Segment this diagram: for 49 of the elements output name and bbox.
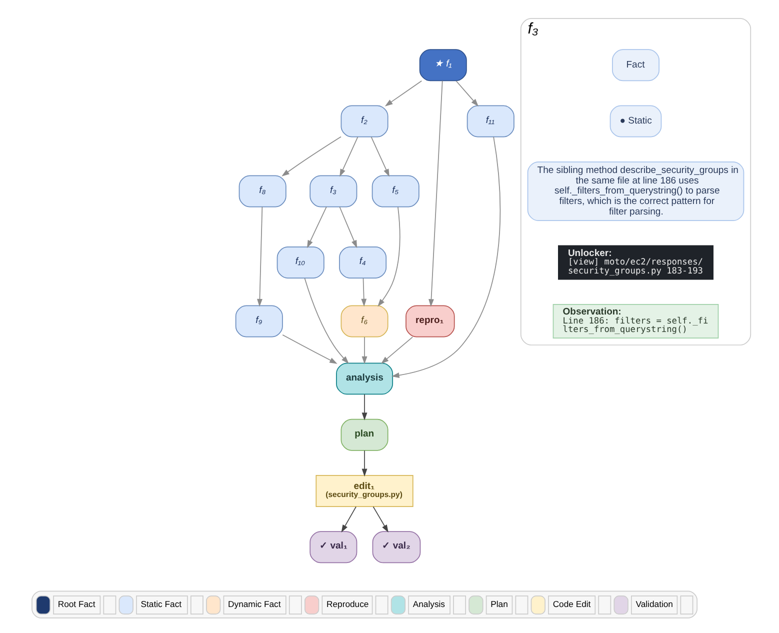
arrow (256, 206, 262, 307)
legend-label: Reproduce (326, 599, 368, 610)
node-box: plan (340, 418, 388, 451)
arrow (361, 394, 367, 420)
legend-label: Code Edit (552, 599, 590, 610)
legend-label: Plan (490, 599, 508, 610)
node-box: repro₁ (405, 305, 454, 338)
arrow (377, 206, 400, 307)
arrow (339, 136, 358, 177)
arrow (391, 136, 500, 378)
arrow (372, 506, 388, 533)
legend-label: Dynamic Fact (228, 599, 280, 610)
arrow (361, 450, 367, 477)
legend-label: Static Fact (140, 599, 182, 610)
arrow (338, 206, 357, 248)
arrow (306, 206, 326, 248)
arrow (304, 278, 348, 364)
node-box: analysis (336, 362, 393, 395)
node-box: f₅ (371, 175, 419, 208)
arrow (455, 80, 478, 107)
node-box: f₃ (309, 175, 357, 208)
node-box: f₂ (340, 105, 388, 138)
legend-label: Analysis (412, 599, 445, 610)
arrow (370, 136, 389, 177)
node-box: Unlocker: [view] moto/ec2/responses/ security_groups.py 183-193 (558, 245, 713, 280)
legend-label: Root Fact (57, 599, 95, 610)
arrow (282, 334, 337, 364)
node-box: f₉ (234, 305, 282, 338)
legend-label: Validation (635, 599, 672, 610)
node-box: ✓ val₂ (372, 531, 420, 564)
node-box: ✓ val₁ (309, 531, 357, 564)
arrow (361, 336, 367, 364)
node-box: The sibling method describe_security_groups in the same file at line 186 uses self._filters_from_querystring() to parse filters, which is the correct pattern for filter parsing. (526, 161, 744, 222)
node-box: f₄ (338, 246, 386, 278)
arrow (380, 336, 412, 364)
node-box: f₈ (238, 175, 286, 208)
node-box: f₁₀ (276, 246, 324, 278)
arrow (360, 278, 366, 307)
node-box: Observation: Line 186: filters = self._filters_from_querystring() (552, 304, 718, 339)
arrow (384, 80, 422, 106)
node-box: f₁₁ (466, 105, 514, 138)
arrow (340, 506, 356, 533)
arrow (281, 136, 341, 176)
node-box: ★ f₁ (418, 49, 466, 82)
arrow (428, 80, 442, 307)
node-box: ● Static (609, 105, 662, 138)
node-box: edit₁ (security_groups.py) (315, 475, 413, 507)
node-box: Fact (612, 49, 659, 82)
node-box: f₆ (340, 305, 388, 338)
